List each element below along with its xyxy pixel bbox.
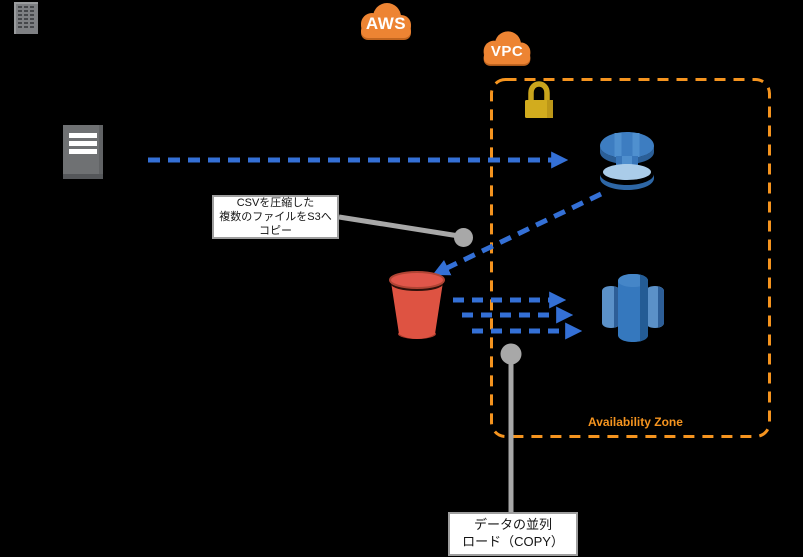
callout-dot-s3-copy xyxy=(454,228,473,247)
callout-parallel-load-line2: ロード（COPY） xyxy=(462,534,564,549)
callout-parallel-load: データの並列 ロード（COPY） xyxy=(448,512,578,556)
aws-cloud-icon xyxy=(361,3,411,40)
availability-zone-label: Availability Zone xyxy=(588,415,683,429)
dynamodb-icon xyxy=(600,132,654,190)
callout-s3-copy-line3: コピー xyxy=(259,225,292,238)
server-icon xyxy=(63,125,103,179)
callout-s3-copy: CSVを圧縮した 複数のファイルをS3へ コピー xyxy=(212,195,339,239)
callout-line-s3-copy xyxy=(338,214,460,239)
s3-bucket-icon xyxy=(389,271,445,339)
aws-cloud-label: AWS xyxy=(365,14,407,33)
callout-dot-parallel-load xyxy=(500,343,522,365)
availability-zone-boundary xyxy=(490,78,771,438)
callout-parallel-load-line1: データの並列 xyxy=(473,517,552,533)
aws-cloud: AWS xyxy=(356,2,416,44)
redshift-icon xyxy=(602,274,664,342)
callout-s3-copy-line1: CSVを圧縮した xyxy=(236,196,315,209)
vpc-cloud: VPC xyxy=(479,30,535,70)
vpc-cloud-label: VPC xyxy=(490,42,524,60)
building-icon xyxy=(14,2,38,34)
lock-icon xyxy=(525,81,553,118)
arrow-dynamodb-to-s3 xyxy=(432,191,603,276)
callout-s3-copy-line2: 複数のファイルをS3へ xyxy=(219,210,332,223)
vpc-cloud-icon xyxy=(483,31,531,66)
